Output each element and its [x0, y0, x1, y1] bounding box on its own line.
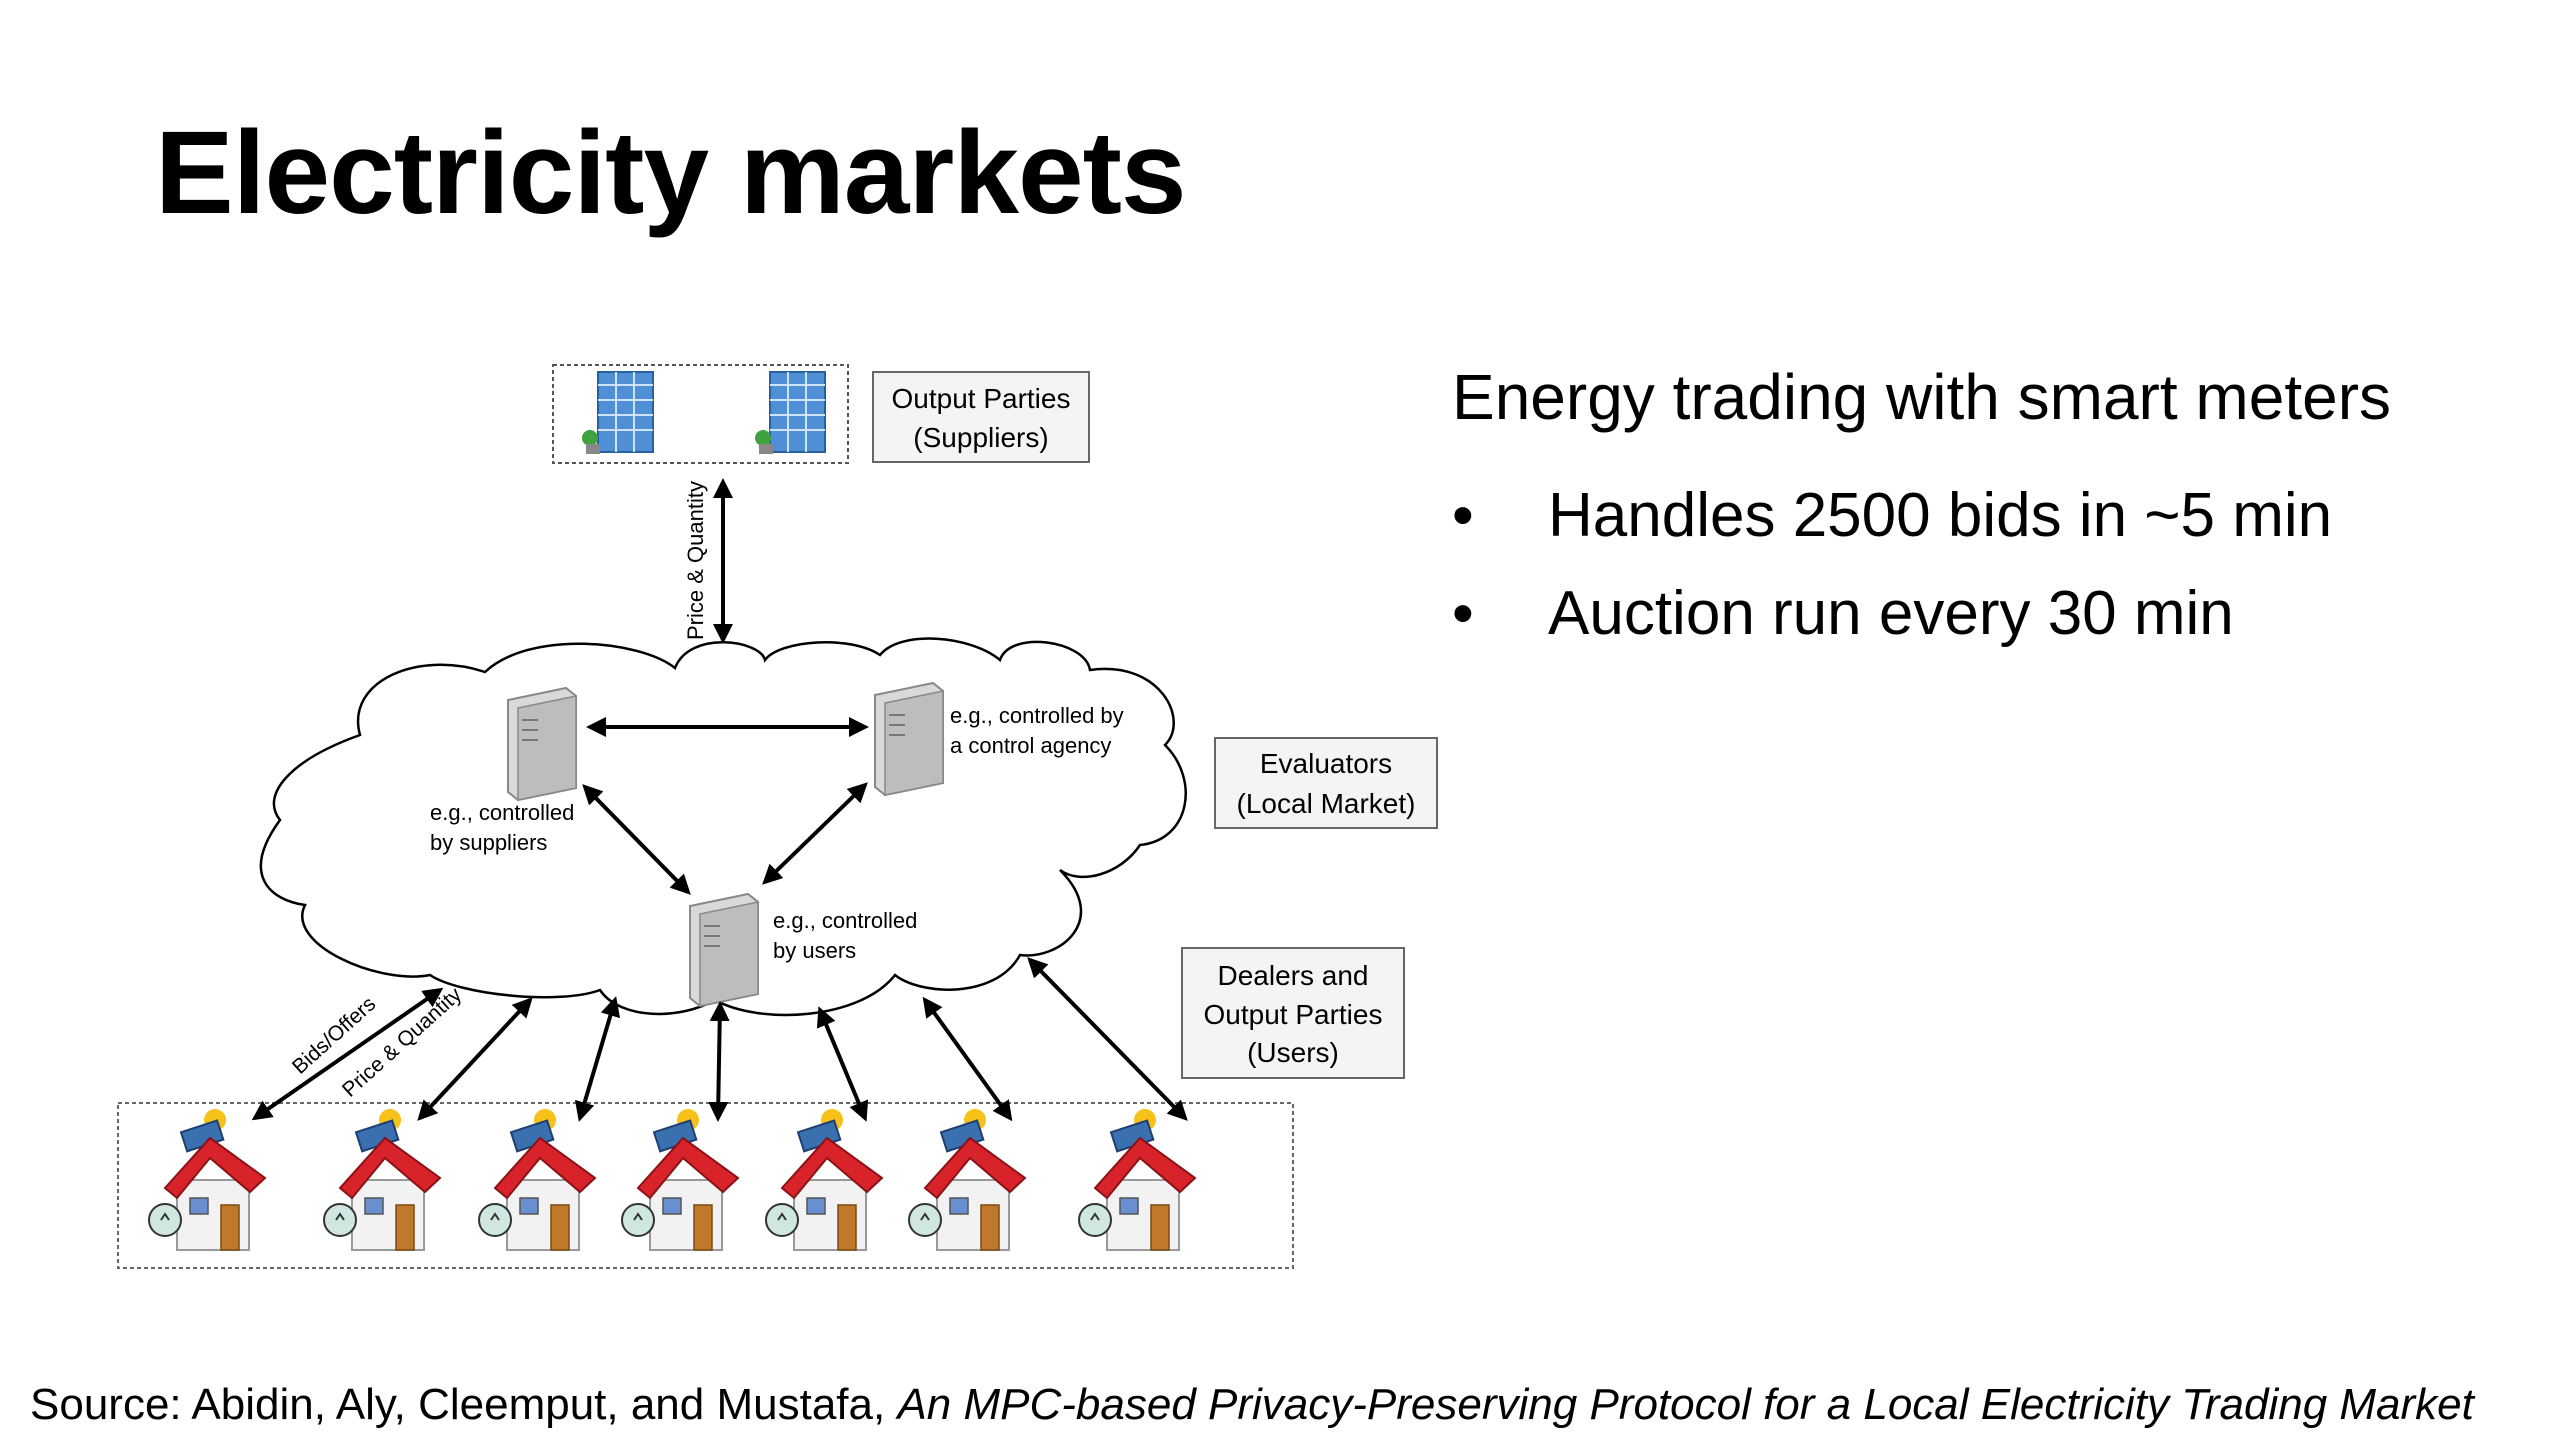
- building-icon: [755, 371, 826, 454]
- house-arrows: [251, 957, 1188, 1122]
- server-users-label-2: by users: [773, 938, 856, 963]
- source-title: An MPC-based Privacy-Preserving Protocol…: [897, 1380, 2474, 1429]
- house-icon: [765, 1109, 884, 1251]
- bullet-text: Auction run every 30 min: [1548, 579, 2234, 648]
- house-market-arrow: [708, 1001, 730, 1122]
- server-users-label-1: e.g., controlled: [773, 908, 917, 933]
- server-arrow: [762, 782, 868, 885]
- suppliers-label-2: (Suppliers): [913, 422, 1048, 453]
- house-icon: [908, 1109, 1027, 1251]
- suppliers-label-1: Output Parties: [892, 383, 1071, 414]
- building-icon: [582, 371, 654, 454]
- slide-title: Electricity markets: [155, 107, 1186, 239]
- evaluators-label-1: Evaluators: [1260, 748, 1392, 779]
- server-agency-label-2: a control agency: [950, 733, 1111, 758]
- suppliers-label-box: [872, 371, 1090, 463]
- evaluators-label-2: (Local Market): [1237, 788, 1416, 819]
- house-market-arrow: [922, 996, 1013, 1122]
- house-market-arrow: [251, 987, 444, 1121]
- vertical-arrow-label: Price & Quantity: [683, 481, 708, 640]
- suppliers-frame: [552, 364, 849, 464]
- bullet-text: Handles 2500 bids in ~5 min: [1548, 481, 2333, 550]
- bullet-dot-icon: •: [1452, 481, 1474, 550]
- evaluators-label-box: [1214, 737, 1438, 829]
- server-icon: [874, 681, 944, 797]
- server-agency-label-1: e.g., controlled by: [950, 703, 1124, 728]
- users-label-box: [1181, 947, 1405, 1079]
- house-icon: [148, 1109, 267, 1251]
- house-icon: [621, 1109, 740, 1251]
- house-market-arrow: [574, 996, 621, 1122]
- server-suppliers-label-1: e.g., controlled: [430, 800, 574, 825]
- panel-heading: Energy trading with smart meters: [1452, 361, 2391, 433]
- house-market-arrow: [1027, 957, 1188, 1121]
- server-suppliers-label-2: by suppliers: [430, 830, 547, 855]
- house-icon: [323, 1109, 442, 1251]
- server-icon: [507, 686, 577, 802]
- houses-frame: [117, 1102, 1294, 1269]
- users-label-3: (Users): [1247, 1037, 1339, 1068]
- users-label-2: Output Parties: [1204, 999, 1383, 1030]
- source-prefix: Source: Abidin, Aly, Cleemput, and Musta…: [30, 1380, 898, 1429]
- bullet-item: • Handles 2500 bids in ~5 min: [1452, 480, 2332, 551]
- users-label-1: Dealers and: [1218, 960, 1369, 991]
- house-market-arrow: [417, 997, 533, 1121]
- bullet-item: • Auction run every 30 min: [1452, 578, 2234, 649]
- houses-row: [148, 1109, 1197, 1251]
- server-arrow: [582, 784, 691, 895]
- house-icon: [1078, 1109, 1197, 1251]
- house-icon: [478, 1109, 597, 1251]
- server-icon: [689, 892, 759, 1008]
- bullet-dot-icon: •: [1452, 579, 1474, 648]
- source-citation: Source: Abidin, Aly, Cleemput, and Musta…: [30, 1380, 2474, 1430]
- market-cloud: [259, 637, 1187, 1017]
- house-market-arrow: [816, 1006, 869, 1122]
